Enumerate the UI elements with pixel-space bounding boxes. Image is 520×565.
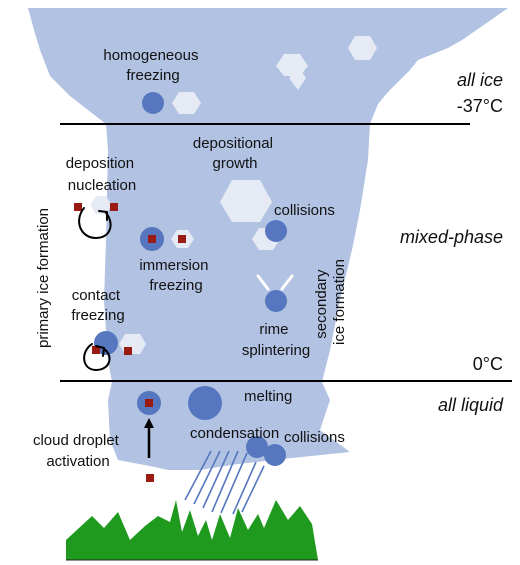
label-primary-ice-formation: primary ice formation [35, 208, 52, 348]
label-condensation: condensation [190, 425, 279, 442]
droplet-rime-icon [265, 290, 287, 312]
activation-arrowhead-icon [144, 418, 154, 428]
region-label-all-ice: all ice [457, 70, 503, 90]
aerosol-icon [178, 235, 186, 243]
label-contact-freezing: contact freezing [71, 287, 124, 324]
region-label-mixed-phase: mixed-phase [400, 227, 503, 247]
aerosol-icon [74, 203, 82, 211]
droplet-collisions-lower-2-icon [264, 444, 286, 466]
aerosol-icon [148, 235, 156, 243]
droplet-collisions-upper-icon [265, 220, 287, 242]
temperature-label-zero: 0°C [473, 354, 503, 374]
contact-curl-arrow-icon [83, 343, 111, 371]
label-immersion-freezing: immersion freezing [139, 257, 212, 294]
label-collisions-lower: collisions [284, 429, 345, 446]
label-secondary-ice-formation: secondary ice formation [313, 259, 348, 345]
aerosol-icon [92, 346, 100, 354]
deposition-curl-arrowhead-icon [98, 210, 108, 221]
deposition-curl-arrow-icon [78, 207, 112, 239]
region-label-all-liquid: all liquid [438, 395, 504, 415]
droplet-melting-icon [188, 386, 222, 420]
label-depositional-growth: depositional growth [193, 135, 277, 172]
aerosol-icon [124, 347, 132, 355]
label-cloud-droplet-activation: cloud droplet activation [33, 432, 123, 470]
label-homogeneous-freezing: homogeneous freezing [103, 47, 202, 84]
aerosol-icon [110, 203, 118, 211]
contact-curl-arrowhead-icon [95, 345, 105, 357]
ice-crystal-icon [90, 196, 112, 214]
label-rime-splintering: rime splintering [242, 321, 310, 359]
cloud-droplets [94, 92, 287, 466]
ice-crystal-icon [276, 54, 308, 76]
rime-splinters [256, 274, 294, 291]
label-deposition-nucleation: deposition nucleation [66, 155, 139, 194]
droplet-collisions-lower-1-icon [246, 436, 268, 458]
aerosol-icon [145, 399, 153, 407]
mountains [66, 500, 318, 560]
droplet-homogeneous-icon [142, 92, 164, 114]
ice-crystal-icon [220, 180, 272, 222]
ice-crystal-icon [172, 92, 201, 114]
label-melting: melting [244, 388, 292, 405]
aerosol-particles [74, 203, 186, 482]
ice-crystal-icon [348, 36, 377, 60]
temperature-label-minus37: -37°C [457, 96, 503, 116]
rain-streaks [184, 450, 265, 515]
aerosol-icon [146, 474, 154, 482]
label-collisions-upper: collisions [274, 202, 335, 219]
